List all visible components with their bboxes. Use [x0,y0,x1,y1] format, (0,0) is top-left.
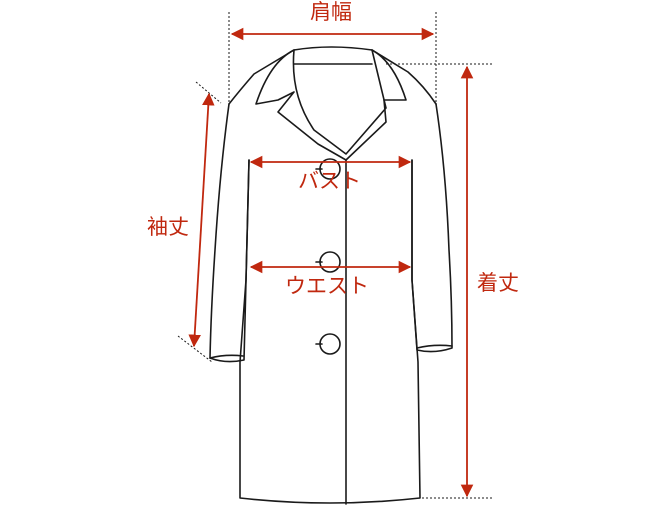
waist-label: ウエスト [285,274,369,298]
shoulder-width-label: 肩幅 [310,0,352,24]
sleeve-top-guide [195,81,222,104]
total-length-label: 着丈 [477,271,519,295]
button-middle [319,251,341,273]
coat-outline [209,46,453,505]
sleeve-length-arrow [188,92,215,348]
sleeve-length-label: 袖丈 [147,215,189,239]
measurement-arrows [188,27,474,498]
guide-lines [177,12,492,499]
sleeve-bottom-guide [177,335,213,363]
button-bottom [319,333,341,355]
bust-label: バスト [298,169,361,193]
